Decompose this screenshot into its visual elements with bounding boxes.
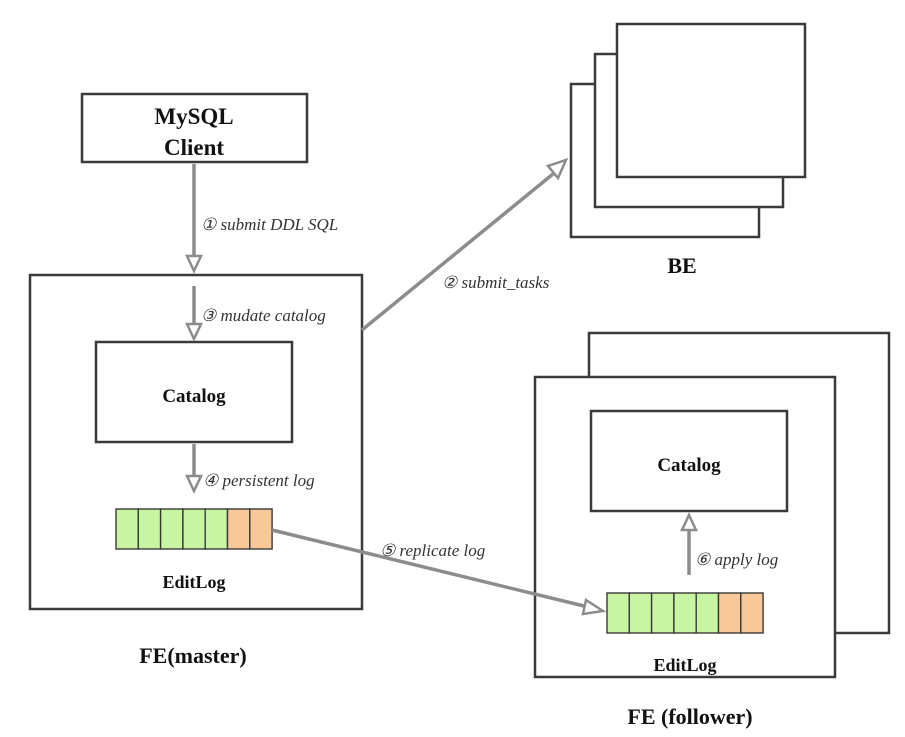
master-editlog-entry-committed — [204, 508, 229, 550]
be-label: BE — [667, 253, 696, 278]
master-editlog-entry-committed — [137, 508, 162, 550]
fe-master-editlog — [115, 508, 273, 550]
arrow-submit-ddl — [185, 164, 203, 274]
be-box-front — [615, 22, 807, 179]
follower-editlog-entry-committed — [628, 592, 653, 634]
arrow-submit-tasks — [360, 157, 569, 332]
follower-editlog-entry-committed — [673, 592, 697, 634]
fe-follower-label: FE (follower) — [627, 704, 752, 729]
step1-label: ① submit DDL SQL — [201, 215, 338, 234]
fe-follower-node: Catalog EditLog FE (follower) — [533, 331, 891, 729]
fe-master-catalog-label: Catalog — [162, 386, 226, 407]
follower-editlog-entry-pending — [740, 592, 764, 634]
mysql-client-box — [80, 92, 309, 164]
arrow-persistent-log — [185, 444, 203, 494]
mysql-client-node: MySQL Client — [80, 92, 309, 164]
step3-label: ③ mudate catalog — [201, 306, 326, 325]
master-editlog-entry-pending — [226, 508, 251, 550]
master-editlog-entry-committed — [159, 508, 184, 550]
follower-editlog-entry-committed — [650, 592, 675, 634]
follower-editlog-entry-pending — [717, 592, 742, 634]
step4-label: ④ persistent log — [203, 471, 315, 490]
fe-master-editlog-label: EditLog — [162, 572, 225, 592]
mysql-client-label-line1: MySQL — [154, 104, 233, 129]
be-node: BE — [569, 22, 807, 278]
fe-follower-editlog-label: EditLog — [653, 655, 716, 675]
fe-follower-catalog-label: Catalog — [657, 455, 721, 476]
master-editlog-entry-committed — [182, 508, 206, 550]
fe-master-node: Catalog EditLog FE(master) — [28, 273, 364, 668]
follower-editlog-entry-committed — [695, 592, 720, 634]
step5-label: ⑤ replicate log — [380, 541, 485, 560]
fe-follower-editlog — [606, 592, 764, 634]
fe-follower-catalog-box — [589, 409, 789, 513]
master-editlog-entry-committed — [115, 508, 139, 550]
step2-label: ② submit_tasks — [442, 273, 550, 292]
arrow-mudate-catalog — [185, 286, 203, 342]
fe-master-catalog-box — [94, 340, 294, 444]
mysql-client-label-line2: Client — [164, 135, 224, 160]
step6-label: ⑥ apply log — [695, 550, 778, 569]
master-editlog-entry-pending — [249, 508, 273, 550]
fe-master-label: FE(master) — [139, 643, 247, 668]
arrow-apply-log — [680, 512, 698, 575]
arrow-replicate-log — [271, 528, 607, 616]
follower-editlog-entry-committed — [606, 592, 630, 634]
